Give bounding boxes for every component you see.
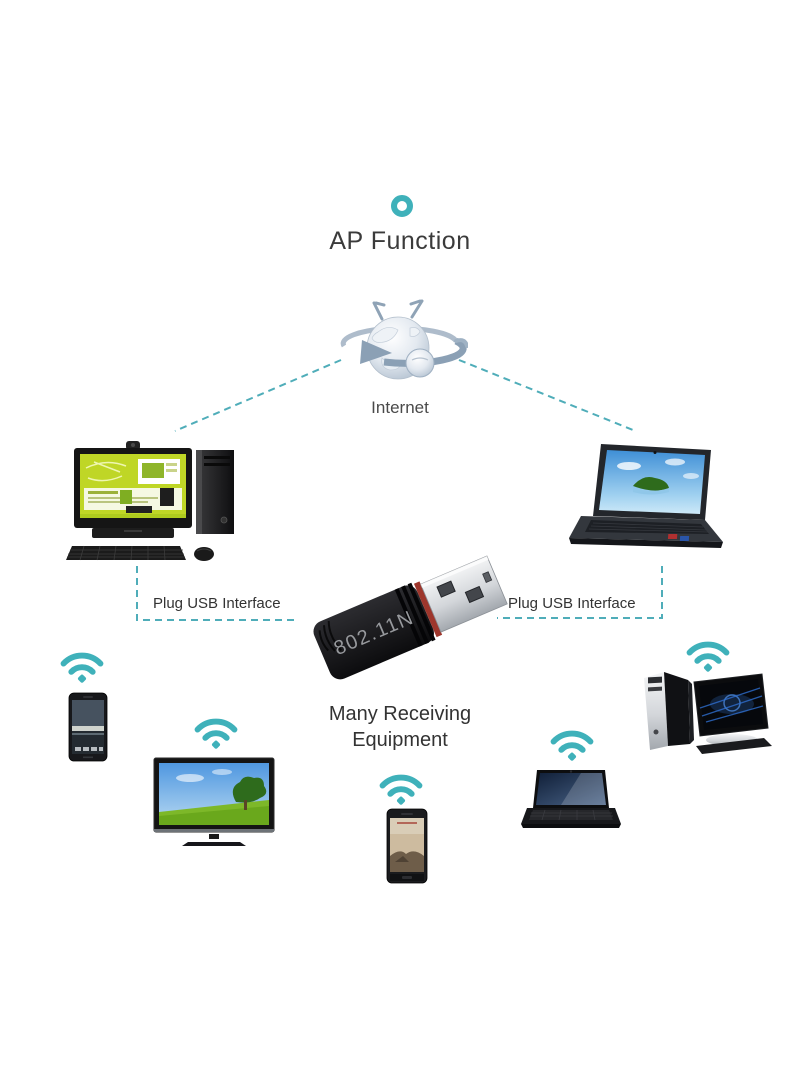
monitor-speaker-bar: [92, 528, 174, 538]
page-title: AP Function: [329, 227, 471, 255]
tower-front: [644, 672, 668, 750]
ring-icon: [391, 195, 413, 217]
wifi-icon: [377, 770, 425, 807]
desktop-computer-left: [66, 441, 234, 561]
caption: Many Receiving Equipment: [0, 701, 800, 753]
caption-line-1: Many Receiving: [328, 703, 472, 725]
laptop-right: [569, 444, 723, 548]
wifi-icon: [548, 726, 596, 763]
smartphone-left: [68, 692, 108, 762]
smartphone-center: [386, 808, 428, 884]
television: [153, 757, 275, 846]
laptop-screen: [536, 773, 606, 805]
keyboard: [696, 738, 772, 754]
keyboard: [66, 546, 186, 560]
desktop-computer-right: [644, 672, 772, 754]
wifi-icon: [192, 714, 240, 751]
tower-side: [664, 672, 690, 746]
wifi-icon: [58, 648, 106, 685]
internet-label: Internet: [371, 398, 429, 417]
caption-line-2: Equipment: [352, 729, 448, 751]
adapter-red-gasket: [413, 581, 443, 638]
internet-globe-icon: [340, 299, 468, 380]
tv-stand-base: [182, 842, 246, 846]
dashed-line-internet-to-desktop: [174, 359, 342, 432]
dashed-line-internet-to-laptop: [458, 359, 634, 431]
plug-usb-label-right: Plug USB Interface: [508, 595, 636, 612]
plug-usb-label-left: Plug USB Interface: [153, 595, 281, 612]
tv-stand-neck: [209, 834, 219, 839]
laptop-bottom: [521, 770, 621, 828]
usb-wifi-adapter: 802.11N: [313, 555, 508, 680]
